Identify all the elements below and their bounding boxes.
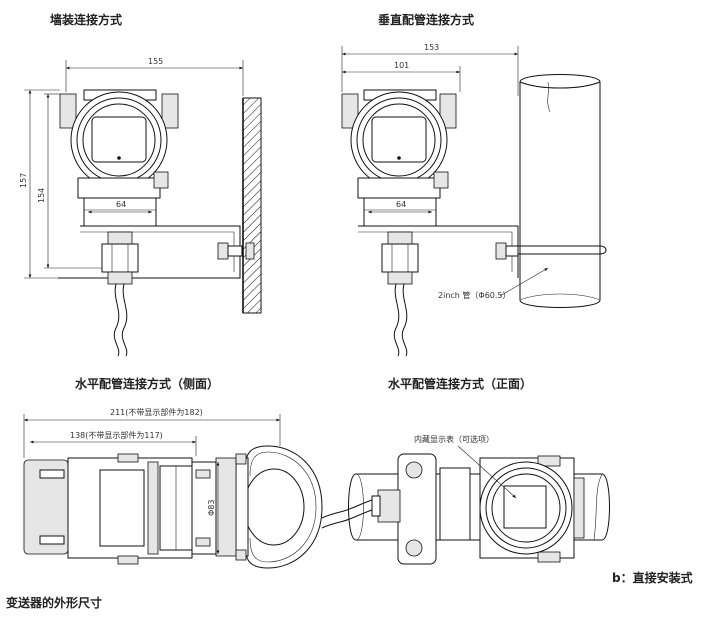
caption-direct-mount: b：直接安装式 (612, 570, 693, 585)
dim-wall-height-total: 157 (19, 173, 28, 188)
title-wall: 墙装连接方式 (50, 12, 122, 27)
title-horiz-front: 水平配管连接方式（正面） (388, 376, 532, 391)
hex-nut (101, 243, 139, 273)
mount-bracket (58, 225, 241, 279)
wall-mount-view: 155 157 154 64 (19, 57, 262, 357)
front-display (503, 485, 547, 529)
caption-dimensions: 变送器的外形尺寸 (6, 595, 102, 610)
dim-vertical-width-inner: 101 (394, 61, 409, 70)
vertical-pipe-view: 153 101 64 2inch 管（Φ60.5） (341, 43, 607, 357)
dim-wall-window: 64 (116, 200, 126, 209)
dim-side-pipe-dia: Φ83 (207, 500, 216, 516)
vertical-pipe (519, 74, 601, 308)
title-horiz-side: 水平配管连接方式（侧面） (75, 376, 219, 391)
title-vertical: 垂直配管连接方式 (378, 12, 474, 27)
horizontal-front-view: 内藏显示表（可选项） (321, 434, 610, 565)
dim-vertical-window: 64 (396, 200, 406, 209)
label-pipe-size: 2inch 管（Φ60.5） (438, 290, 511, 300)
display-window (91, 116, 147, 163)
horizontal-side-view: 211(不带显示部件为182) 138(不带显示部件为117) Φ83 (23, 407, 323, 569)
dim-wall-width: 155 (148, 57, 163, 66)
wall-hatch (242, 97, 262, 314)
dim-vertical-width-total: 153 (424, 43, 439, 52)
dim-side-length-inner: 138(不带显示部件为117) (70, 430, 163, 440)
dim-side-length-total: 211(不带显示部件为182) (110, 407, 203, 417)
label-display-optional: 内藏显示表（可选项） (414, 434, 494, 444)
horizontal-pipe-section (243, 468, 305, 546)
dim-wall-height-inner: 154 (37, 188, 46, 203)
